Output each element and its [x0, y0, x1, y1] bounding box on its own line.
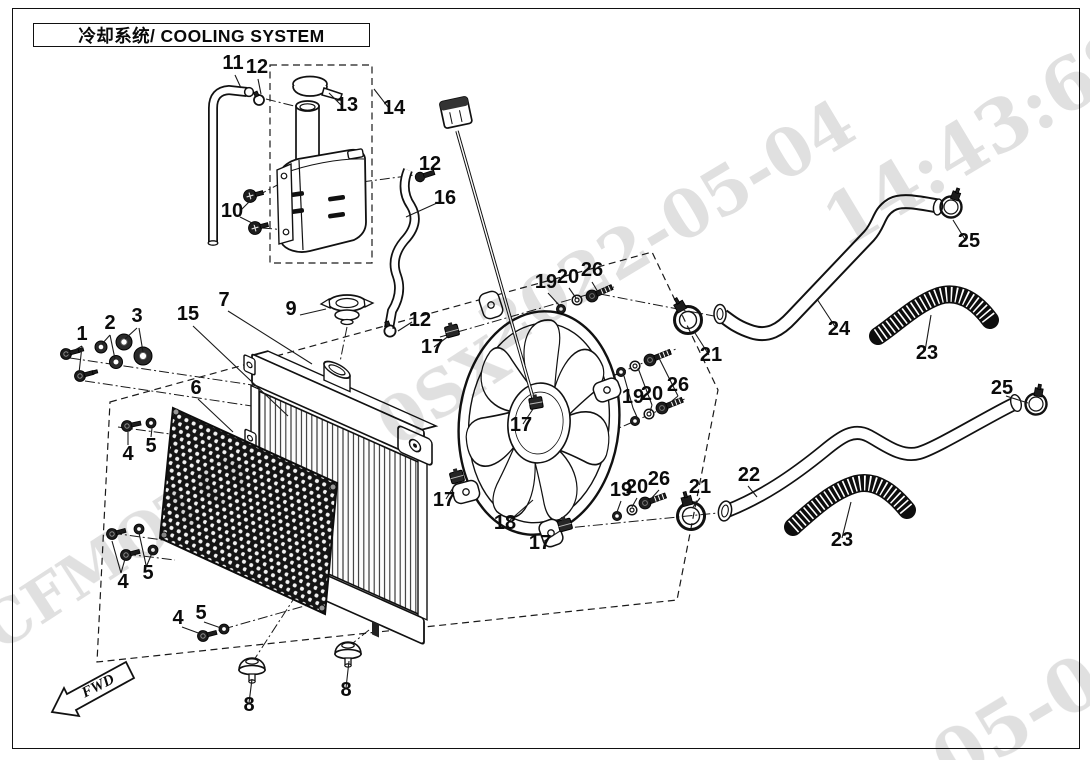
watermark-text: 2022-05-04 [466, 83, 868, 367]
callout: 16 [434, 187, 456, 209]
callout: 5 [142, 562, 153, 584]
reservoir-tank [207, 75, 436, 338]
callout: 25 [991, 377, 1013, 399]
tank-screw-10 [241, 185, 266, 205]
clamp-21 [669, 294, 703, 335]
callout: 12 [409, 309, 431, 331]
callout: 26 [667, 374, 689, 396]
clamp-25 [1020, 381, 1050, 418]
callout: 17 [529, 532, 551, 554]
callout: 8 [340, 679, 351, 701]
fan-hub [507, 382, 571, 464]
fan-wire-connector [439, 96, 535, 399]
corrugated-hose-23-lower [784, 474, 916, 536]
callout: 23 [916, 342, 938, 364]
callout: 13 [336, 94, 358, 116]
callout: 12 [419, 153, 441, 175]
callout: 14 [383, 97, 406, 119]
lower-radiator-hose-22 [717, 393, 1023, 522]
part-callouts: 1 2 3 7 15 9 11 12 13 14 10 12 16 12 17 … [76, 52, 1013, 716]
callout: 17 [421, 336, 443, 358]
hose-clamp-12 [252, 90, 265, 106]
callout: 15 [177, 303, 199, 325]
callout: 4 [117, 571, 129, 593]
callout: 19 [610, 479, 632, 501]
page-border [12, 8, 1080, 749]
callout: 5 [195, 602, 206, 624]
callout: 10 [221, 200, 243, 222]
callout: 4 [172, 607, 184, 629]
corrugated-hose-23-upper [869, 285, 999, 345]
watermark-text: 05-0 [917, 637, 1090, 760]
reservoir-cap-13 [292, 75, 343, 101]
callout: 19 [535, 271, 557, 293]
callout: 2 [104, 312, 115, 334]
cooling-fan [457, 307, 621, 536]
hose-clamp-12 [383, 320, 397, 338]
callout: 11 [222, 52, 243, 74]
callout: 7 [218, 289, 229, 311]
tank-body [276, 148, 367, 253]
clip-nut-17 [448, 466, 466, 485]
callout: 17 [510, 414, 532, 436]
callout: 6 [190, 377, 201, 399]
callout: 8 [243, 694, 254, 716]
callout: 4 [122, 443, 134, 465]
callout: 20 [626, 476, 648, 498]
rubber-mount [334, 641, 362, 668]
tank-screw-10 [246, 217, 271, 237]
mount-hardware [58, 333, 230, 644]
callout: 23 [831, 529, 853, 551]
mesh-guard [158, 406, 339, 616]
title-box: 冷却系统/ COOLING SYSTEM [33, 23, 370, 47]
callout: 12 [246, 56, 268, 78]
callout: 20 [557, 266, 579, 288]
callout: 18 [494, 512, 516, 534]
callout: 22 [738, 464, 760, 486]
page-title: 冷却系统/ COOLING SYSTEM [78, 25, 325, 46]
callout: 1 [76, 323, 87, 345]
callout: 20 [641, 383, 663, 405]
callout: 21 [700, 344, 722, 366]
radiator-outlet-boss [397, 425, 433, 466]
callout: 26 [648, 468, 670, 490]
callout: 17 [433, 489, 455, 511]
callout: 9 [285, 298, 296, 320]
callout: 25 [958, 230, 980, 252]
callout: 21 [689, 476, 711, 498]
fwd-arrow: FWD [50, 660, 136, 718]
dashed-group-boxes [96, 64, 719, 663]
callout: 26 [581, 259, 603, 281]
callout: 5 [145, 435, 156, 457]
callout: 3 [131, 305, 142, 327]
radiator-filler-neck [323, 360, 351, 393]
radiator-cap [319, 294, 375, 326]
callout: 19 [622, 386, 644, 408]
leader-lines [65, 74, 1029, 704]
callout: 24 [828, 318, 851, 340]
